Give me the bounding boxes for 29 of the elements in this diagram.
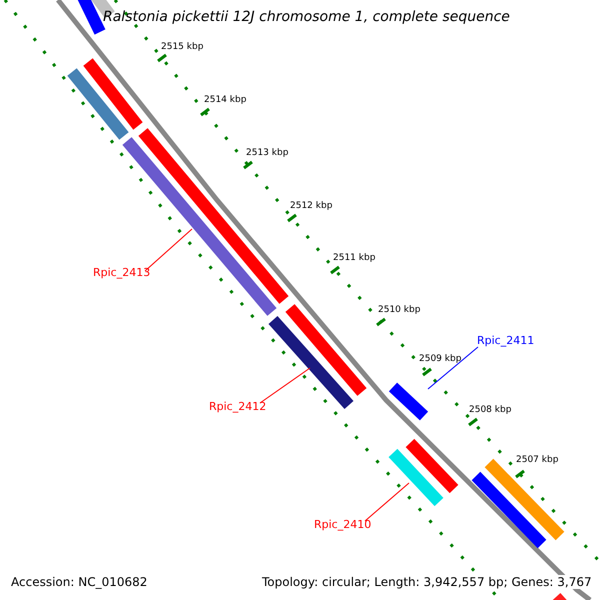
scale-label: 2515 kbp: [161, 42, 204, 52]
gene-label: Rpic_2413: [93, 266, 150, 279]
gene-label: Rpic_2412: [209, 400, 266, 413]
footer-text: Accession: NC_010682: [9, 575, 150, 589]
gene-label: Rpic_2411: [477, 334, 534, 347]
leader-line: [144, 228, 192, 272]
scale-label: 2512 kbp: [290, 201, 332, 211]
scale-label: 2511 kbp: [333, 253, 376, 263]
scale-label: 2508 kbp: [469, 405, 512, 415]
leader-line: [428, 346, 478, 390]
gene-bar: [388, 448, 444, 506]
gene-bar: [388, 382, 428, 420]
gene-bar: [285, 304, 367, 396]
scale-label: 2510 kbp: [378, 305, 420, 315]
gene-label: Rpic_2410: [314, 518, 372, 531]
gene-bar: [268, 316, 354, 409]
leader-line: [260, 368, 310, 404]
scale-label: 2509 kbp: [419, 354, 462, 364]
scale-label: 2507 kbp: [516, 455, 558, 465]
title: Ralstonia pickettii 12J chromosome 1, complete sequence: [103, 9, 510, 25]
scale-label: 2514 kbp: [204, 95, 246, 105]
gene-bar: [472, 472, 546, 548]
gene-bar: [406, 438, 458, 494]
gene-bar: [83, 58, 143, 130]
footer-text: Topology: circular; Length: 3,942,557 bp; Genes: 3,767: [260, 575, 594, 589]
scale-label: 2513 kbp: [246, 148, 288, 158]
gene-bar: [67, 68, 129, 140]
gene-bar: [76, 0, 106, 35]
leader-line: [364, 482, 410, 522]
